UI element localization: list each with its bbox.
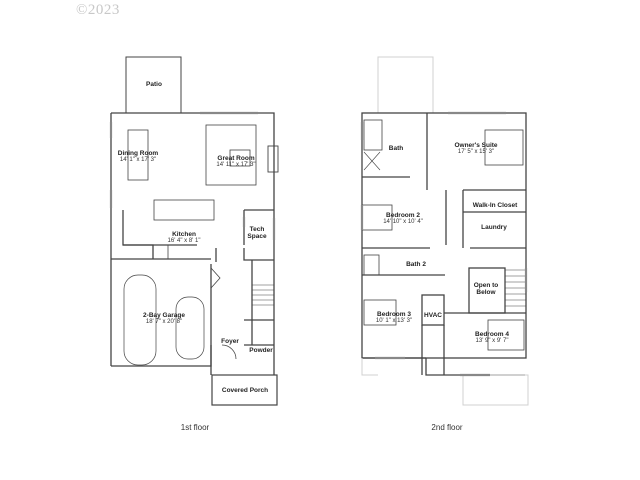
first-floor-walls [110,56,279,406]
room-label-laundry: Laundry [481,224,507,231]
room-label-patio: Patio [146,81,162,88]
room-label-covered-porch: Covered Porch [221,387,269,394]
room-label-bath: Bath [388,145,404,152]
room-label-hvac: HVAC [424,312,442,319]
room-label-bath-2: Bath 2 [406,261,426,268]
floor-label-first: 1st floor [180,423,210,432]
room-label-walk-in-closet: Walk-In Closet [472,202,518,209]
room-label-open-to-below: Open to Below [473,282,499,296]
floor-label-second: 2nd floor [431,423,463,432]
room-label-foyer: Foyer [221,338,239,345]
room-label-powder: Powder [249,347,273,354]
second-floor-walls [361,56,527,376]
room-label-tech-space: Tech Space [247,226,267,240]
copyright-watermark: ©2023 [76,2,120,18]
